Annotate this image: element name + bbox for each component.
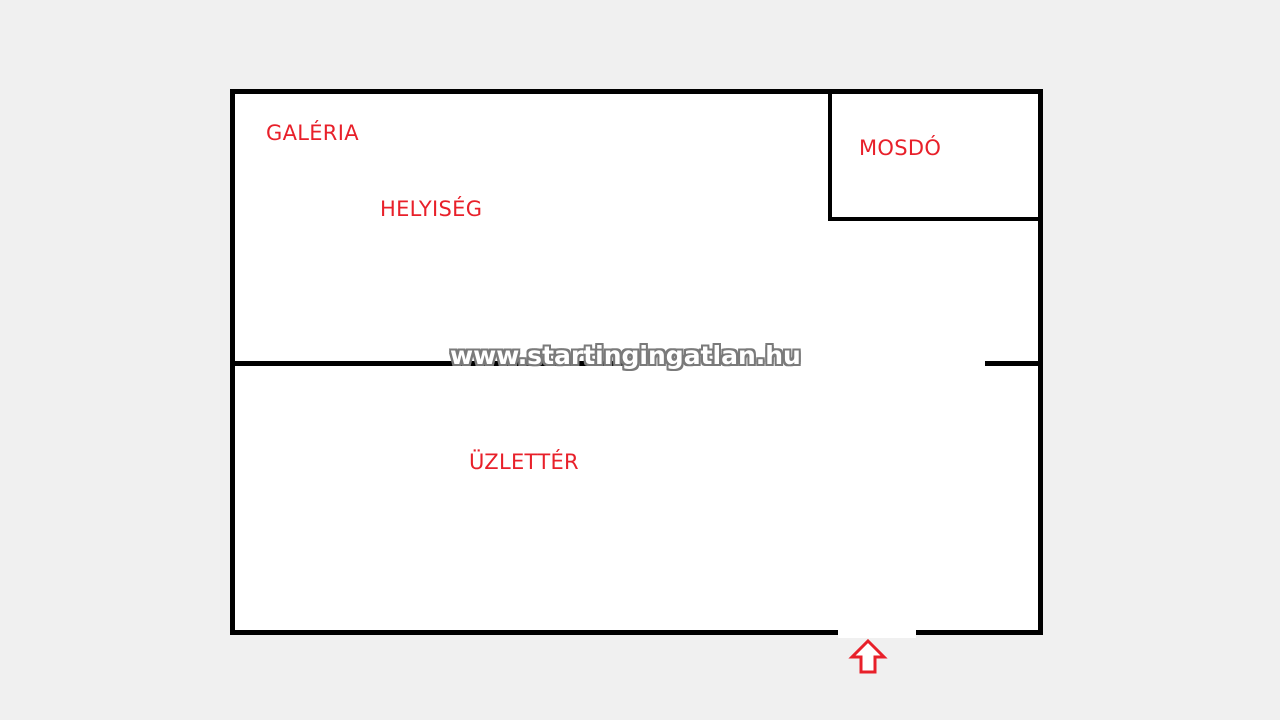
wall-top xyxy=(230,89,1043,94)
up-arrow-icon xyxy=(848,638,888,674)
room-label-uzletter: ÜZLETTÉR xyxy=(469,450,579,474)
wall-bottom-left xyxy=(230,630,838,635)
wall-bottom-right xyxy=(916,630,1043,635)
wall-restroom-bottom xyxy=(828,217,1042,221)
room-label-galeria: GALÉRIA xyxy=(266,121,359,145)
wall-restroom-left xyxy=(828,89,832,221)
wall-partition-left xyxy=(230,361,630,366)
watermark: www.startingingatlan.hu xyxy=(450,341,801,370)
room-label-mosdo: MOSDÓ xyxy=(859,136,942,160)
wall-partition-right xyxy=(985,361,1043,366)
entrance-door-gap xyxy=(838,630,916,638)
room-label-helyiseg: HELYISÉG xyxy=(380,197,483,221)
